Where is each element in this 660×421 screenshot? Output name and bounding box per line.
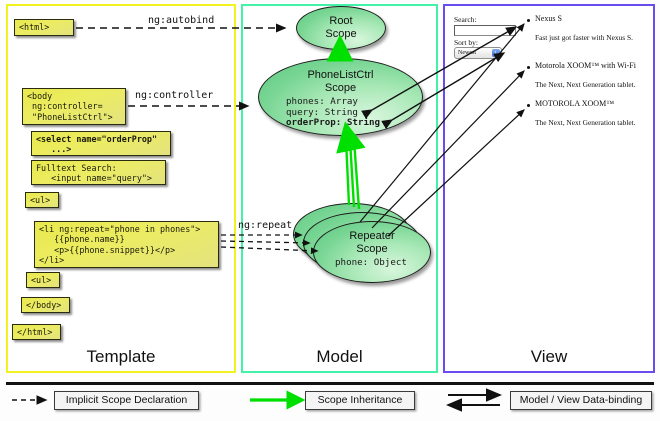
view-item-desc: Fast just got faster with Nexus S. (535, 33, 633, 42)
scope-root: Root Scope (296, 6, 386, 50)
list-bullet (527, 66, 530, 69)
scope-prop-query: query: String (286, 106, 358, 118)
code-box-select-tag: <select name="orderProp" ...> (31, 131, 171, 156)
panel-view-label: View (530, 347, 568, 366)
code-box-body-close: </body> (21, 297, 70, 313)
scope-phonelistctrl-title-2: Scope (324, 81, 357, 94)
view-item-desc: The Next, Next Generation tablet. (535, 118, 636, 127)
scope-repeater-title-2: Scope (356, 242, 388, 255)
label-ng-controller: ng:controller (135, 90, 214, 101)
scope-root-title-2: Scope (325, 27, 357, 40)
scope-phonelistctrl-title-1: PhoneListCtrl (307, 69, 374, 81)
scope-root-title-1: Root (329, 15, 353, 27)
legend-model-view-data-binding: Model / View Data-binding (510, 391, 652, 410)
list-bullet (527, 19, 530, 22)
legend-implicit-scope-declaration: Implicit Scope Declaration (54, 391, 199, 410)
panel-template-label: Template (86, 347, 156, 366)
code-box-ul-open: <ul> (25, 192, 59, 208)
view-sort-label: Sort by: (454, 38, 478, 47)
view-sort-selected-value: Newest (458, 50, 476, 56)
list-bullet (527, 104, 530, 107)
panel-view: View (443, 4, 655, 373)
view-item-title: MOTOROLA XOOM™ (535, 99, 615, 108)
code-box-html-open: <html> (14, 19, 74, 36)
view-search-label: Search: (454, 15, 477, 24)
code-box-li-repeat: <li ng:repeat="phone in phones"> {{phone… (34, 221, 219, 268)
code-box-body-open: <body ng:controller= "PhoneListCtrl"> (22, 88, 126, 125)
panel-template: Template (6, 4, 236, 373)
view-item-title: Nexus S (535, 14, 562, 23)
scope-phonelistctrl: PhoneListCtrl Scope phones: Array query:… (258, 58, 423, 136)
chevron-updown-icon (492, 48, 500, 58)
code-box-html-close: </html> (12, 324, 61, 340)
scope-prop-phones: phones: Array (286, 96, 358, 107)
label-ng-autobind: ng:autobind (148, 15, 215, 26)
view-search-input[interactable] (454, 25, 516, 36)
legend-scope-inheritance: Scope Inheritance (305, 391, 415, 410)
view-item-desc: The Next, Next Generation tablet. (535, 80, 636, 89)
view-sort-select[interactable]: Newest (454, 47, 502, 59)
code-box-fulltext-search: Fulltext Search: <input name="query"> (31, 160, 166, 185)
scope-prop-orderprop: orderProp: String (286, 117, 381, 129)
scope-prop-phone: phone: Object (335, 257, 407, 268)
legend-divider (6, 382, 654, 385)
scope-repeater: Repeater Scope phone: Object (313, 221, 431, 283)
panel-model-label: Model (316, 347, 363, 366)
scope-repeater-title-1: Repeater (349, 230, 395, 242)
code-box-ul-close: <ul> (26, 272, 60, 288)
view-item-title: Motorola XOOM™ with Wi-Fi (535, 61, 636, 70)
label-ng-repeat: ng:repeat (238, 220, 293, 231)
